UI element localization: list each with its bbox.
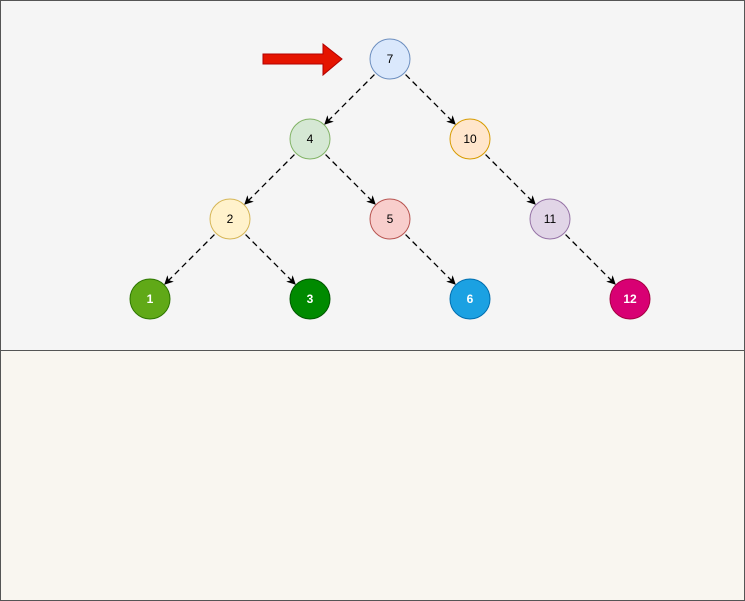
node-circle: [449, 118, 491, 160]
node-circle: [209, 198, 251, 240]
tree-node-7: 7: [369, 38, 411, 80]
edge-10-to-11: [485, 154, 536, 205]
node-label: 2: [227, 212, 234, 226]
edges-layer: [164, 74, 616, 285]
right-arrow-icon: [262, 42, 343, 77]
node-label: 10: [463, 132, 477, 146]
edge-2-to-1: [164, 234, 215, 285]
tree-node-10: 10: [449, 118, 491, 160]
edge-7-to-10: [405, 74, 456, 125]
node-circle: [289, 278, 331, 320]
pointer-layer: [262, 42, 343, 77]
node-label: 4: [307, 132, 314, 146]
edge-11-to-12: [565, 234, 616, 285]
tree-node-1: 1: [129, 278, 171, 320]
node-label: 6: [467, 292, 474, 306]
tree-node-2: 2: [209, 198, 251, 240]
tree-node-5: 5: [369, 198, 411, 240]
edge-7-to-4: [324, 74, 375, 125]
node-label: 11: [544, 212, 557, 226]
node-label: 12: [623, 292, 637, 306]
tree-node-6: 6: [449, 278, 491, 320]
node-label: 3: [307, 292, 314, 306]
edge-5-to-6: [405, 234, 456, 285]
edge-4-to-2: [244, 154, 295, 205]
node-circle: [369, 38, 411, 80]
empty-panel: [0, 350, 745, 601]
tree-node-3: 3: [289, 278, 331, 320]
node-circle: [129, 278, 171, 320]
node-label: 1: [147, 292, 154, 306]
edge-4-to-5: [325, 154, 376, 205]
node-circle: [289, 118, 331, 160]
tree-node-11: 11: [529, 198, 571, 240]
tree-node-12: 12: [609, 278, 651, 320]
tree-node-4: 4: [289, 118, 331, 160]
node-label: 5: [387, 212, 394, 226]
node-circle: [449, 278, 491, 320]
node-circle: [369, 198, 411, 240]
node-circle: [529, 198, 571, 240]
node-label: 7: [387, 52, 394, 66]
edge-2-to-3: [245, 234, 296, 285]
node-circle: [609, 278, 651, 320]
